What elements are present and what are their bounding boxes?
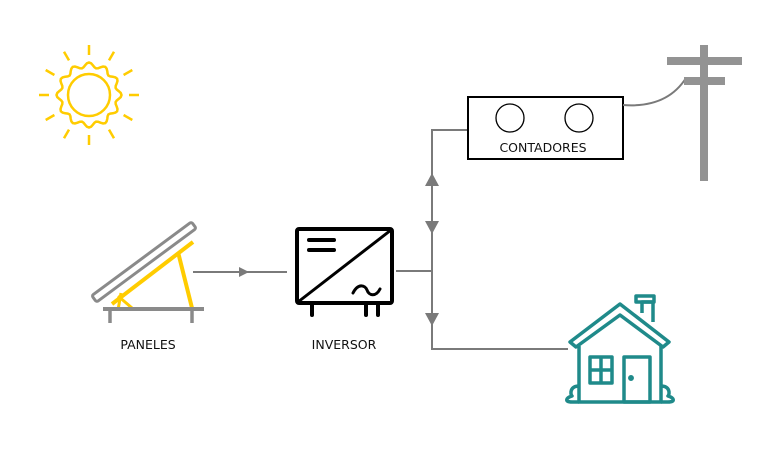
sun-ray <box>62 51 71 62</box>
sun-icon <box>39 45 139 145</box>
arrow-up-icon <box>425 173 439 186</box>
sun-ray <box>122 68 133 77</box>
inverter-icon <box>295 227 394 317</box>
utility-pole-icon <box>667 45 742 181</box>
sun-ray <box>122 113 133 122</box>
house-icon <box>565 294 675 404</box>
sun-core <box>66 72 112 118</box>
sun-ray <box>45 113 56 122</box>
sun-ray <box>45 68 56 77</box>
flow-arrows <box>425 173 439 326</box>
inverter-label: INVERSOR <box>312 337 377 352</box>
sun-outline <box>55 61 123 129</box>
grid-cable <box>622 77 687 107</box>
sun-ray <box>107 51 116 62</box>
sun-ray <box>62 128 71 139</box>
meters-label: CONTADORES <box>499 140 586 155</box>
sun-ray <box>107 128 116 139</box>
panels-label: PANELES <box>120 337 175 352</box>
meter-box-icon <box>467 96 624 160</box>
arrow-down-icon <box>425 313 439 326</box>
ac-connection <box>396 129 568 350</box>
solar-panel-icon <box>91 221 204 323</box>
arrow-down-icon <box>425 221 439 234</box>
